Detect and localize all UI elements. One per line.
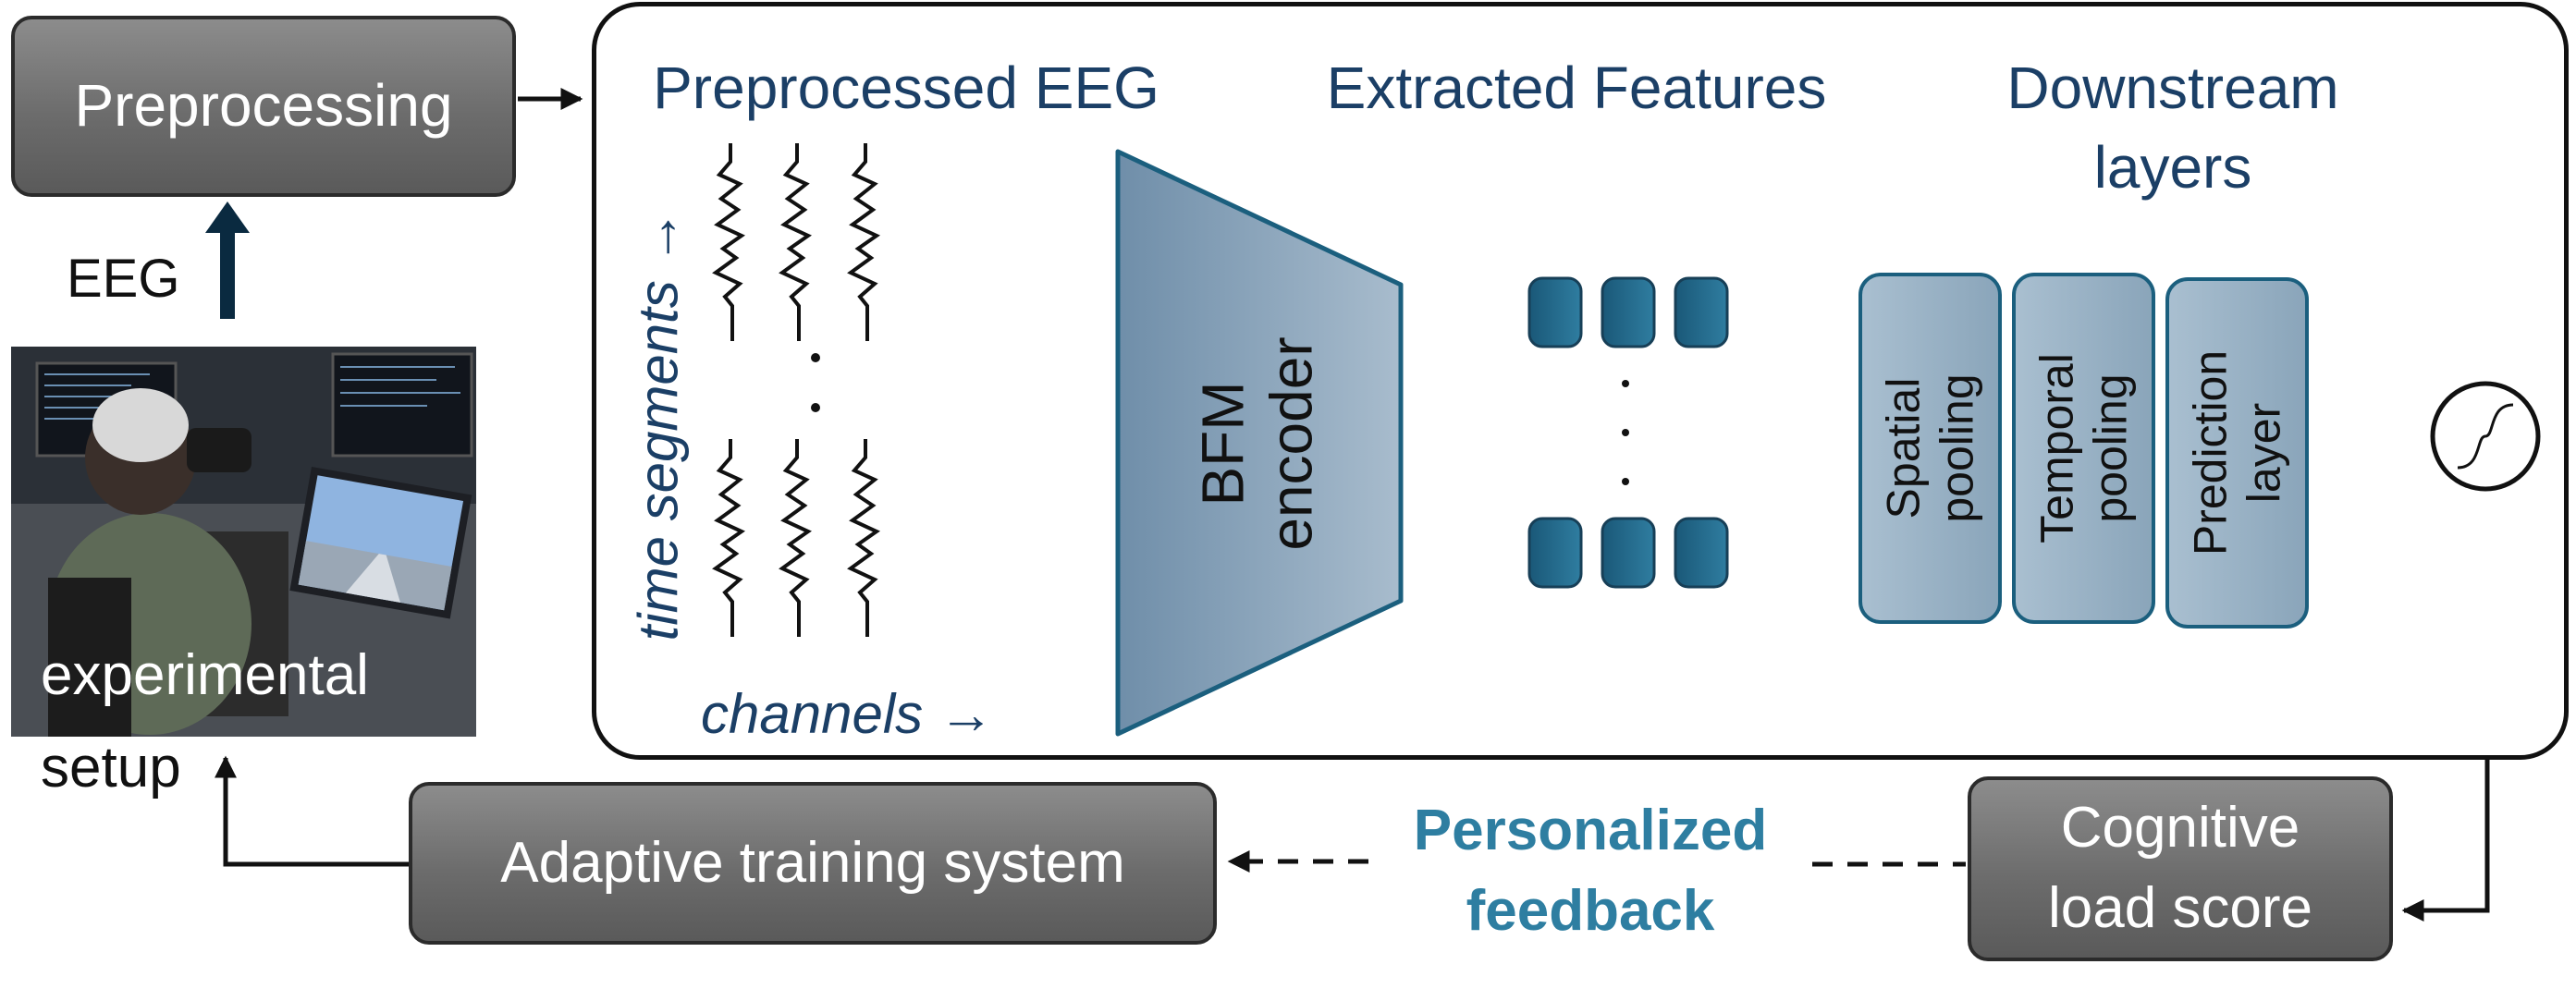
preprocessing-label: Preprocessing	[74, 72, 453, 140]
spatial-pooling-box: Spatial pooling	[1858, 273, 2002, 624]
adaptive-training-box: Adaptive training system	[409, 782, 1217, 945]
experimental-label-line1: experimental	[41, 643, 369, 707]
header-extracted-features: Extracted Features	[1326, 55, 1827, 121]
preprocessing-box: Preprocessing	[11, 16, 516, 197]
time-segments-label: time segments →	[627, 209, 690, 641]
prediction-layer-label: Prediction layer	[2184, 349, 2289, 556]
arrow-model-to-score	[2401, 755, 2490, 922]
channels-label: channels →	[701, 683, 994, 745]
adaptive-training-label: Adaptive training system	[500, 830, 1125, 895]
spatial-pooling-label: Spatial pooling	[1877, 373, 1982, 523]
personalized-feedback-label: Personalized feedback	[1413, 799, 1768, 943]
prediction-layer-box: Prediction layer	[2165, 277, 2309, 629]
bfm-encoder-shape	[1115, 149, 1404, 737]
bfm-encoder-label: BFM encoder	[1189, 336, 1324, 551]
cognitive-load-label: Cognitive load score	[2047, 796, 2313, 940]
header-downstream-layers: Downstream layers	[2006, 55, 2339, 201]
eeg-waveforms	[714, 143, 878, 639]
sigmoid-function-icon	[2430, 381, 2541, 492]
eeg-label: EEG	[67, 249, 180, 309]
vr-driving-simulator-photo	[11, 347, 476, 737]
cognitive-load-box: Cognitive load score	[1968, 776, 2393, 961]
experimental-label-line2: setup	[41, 736, 181, 800]
temporal-pooling-box: Temporal pooling	[2012, 273, 2155, 624]
header-preprocessed-eeg: Preprocessed EEG	[653, 55, 1159, 121]
arrow-adaptive-to-setup	[215, 755, 409, 867]
feature-blocks	[1527, 276, 1729, 589]
temporal-pooling-label: Temporal pooling	[2030, 353, 2136, 543]
